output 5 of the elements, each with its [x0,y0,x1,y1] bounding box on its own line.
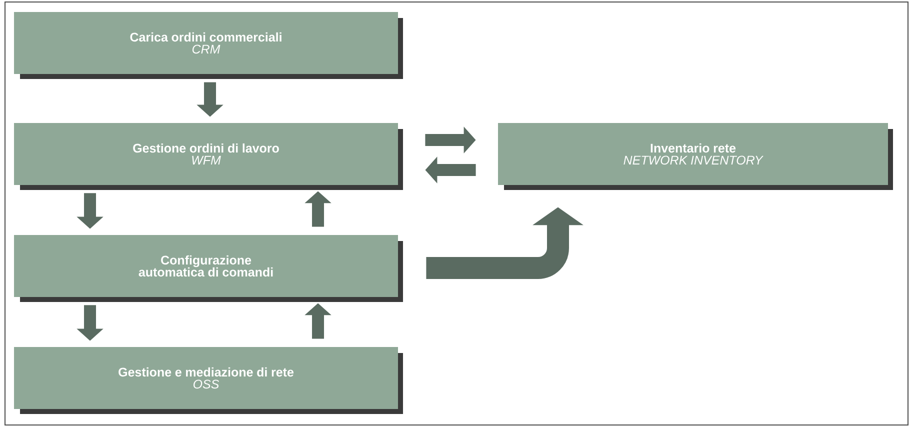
process-box: Inventario rete NETWORK INVENTORY [498,123,893,190]
process-box: Configurazione automatica di comandi [14,234,403,302]
process-box: Carica ordini commerciali CRM [14,12,403,79]
process-box: Gestione e mediazione di rete OSS [14,346,403,414]
process-box: Gestione ordini di lavoro WFM [14,123,403,190]
